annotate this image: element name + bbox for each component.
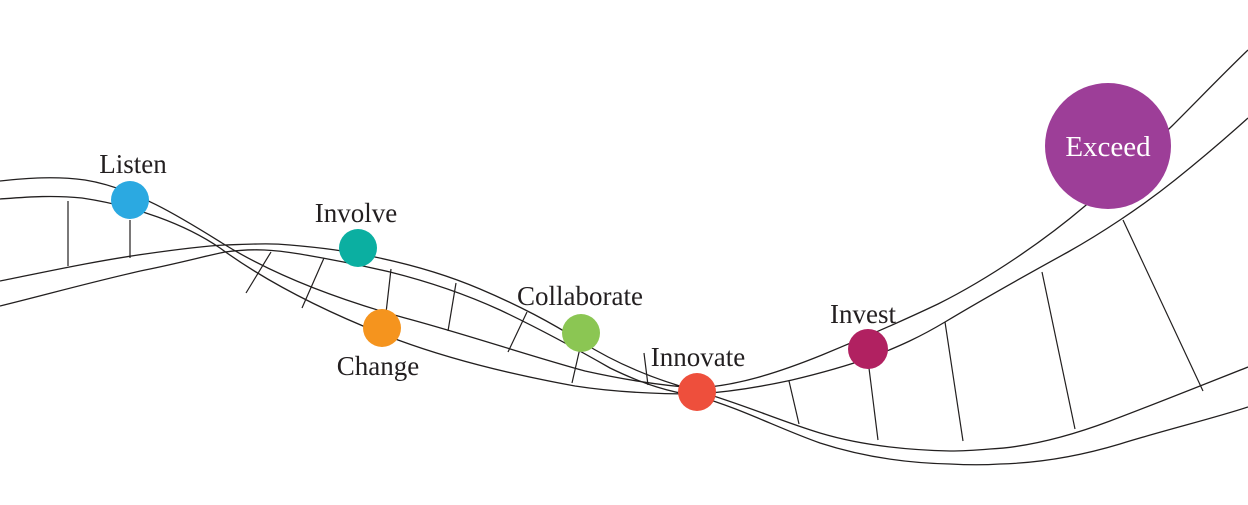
node-invest-label: Invest <box>830 299 896 329</box>
strand-b-lower-edge <box>0 249 1248 466</box>
helix-rung <box>788 380 800 425</box>
helix-rung <box>507 311 528 353</box>
helix-rung <box>643 352 649 386</box>
helix-rung <box>1122 219 1204 392</box>
helix-rung <box>1041 271 1076 430</box>
node-listen-circle <box>111 181 149 219</box>
helix-rung <box>447 282 457 332</box>
node-involve-label: Involve <box>315 198 397 228</box>
helix-rung <box>301 257 325 309</box>
node-collaborate-circle <box>562 314 600 352</box>
helix-rung <box>245 251 272 294</box>
strand-b-upper-edge <box>0 243 1248 452</box>
helix-rungs <box>67 201 1204 442</box>
node-listen-label: Listen <box>99 149 167 179</box>
node-innovate-label: Innovate <box>651 342 745 372</box>
node-innovate-circle <box>678 373 716 411</box>
node-exceed-circle <box>1045 83 1171 209</box>
node-collaborate-label: Collaborate <box>517 281 643 311</box>
helix-rung <box>944 321 964 442</box>
node-change-circle <box>363 309 401 347</box>
node-change-label: Change <box>337 351 419 381</box>
helix-rung <box>571 347 581 384</box>
strand-a-upper-edge <box>0 49 1248 389</box>
helix-rung <box>385 268 392 314</box>
milestone-nodes: Listen Involve Change Collaborate Innova… <box>99 83 1171 411</box>
helix-rung <box>867 359 879 441</box>
node-exceed-label: Exceed <box>1065 131 1151 163</box>
node-involve-circle <box>339 229 377 267</box>
node-invest-circle <box>848 329 888 369</box>
